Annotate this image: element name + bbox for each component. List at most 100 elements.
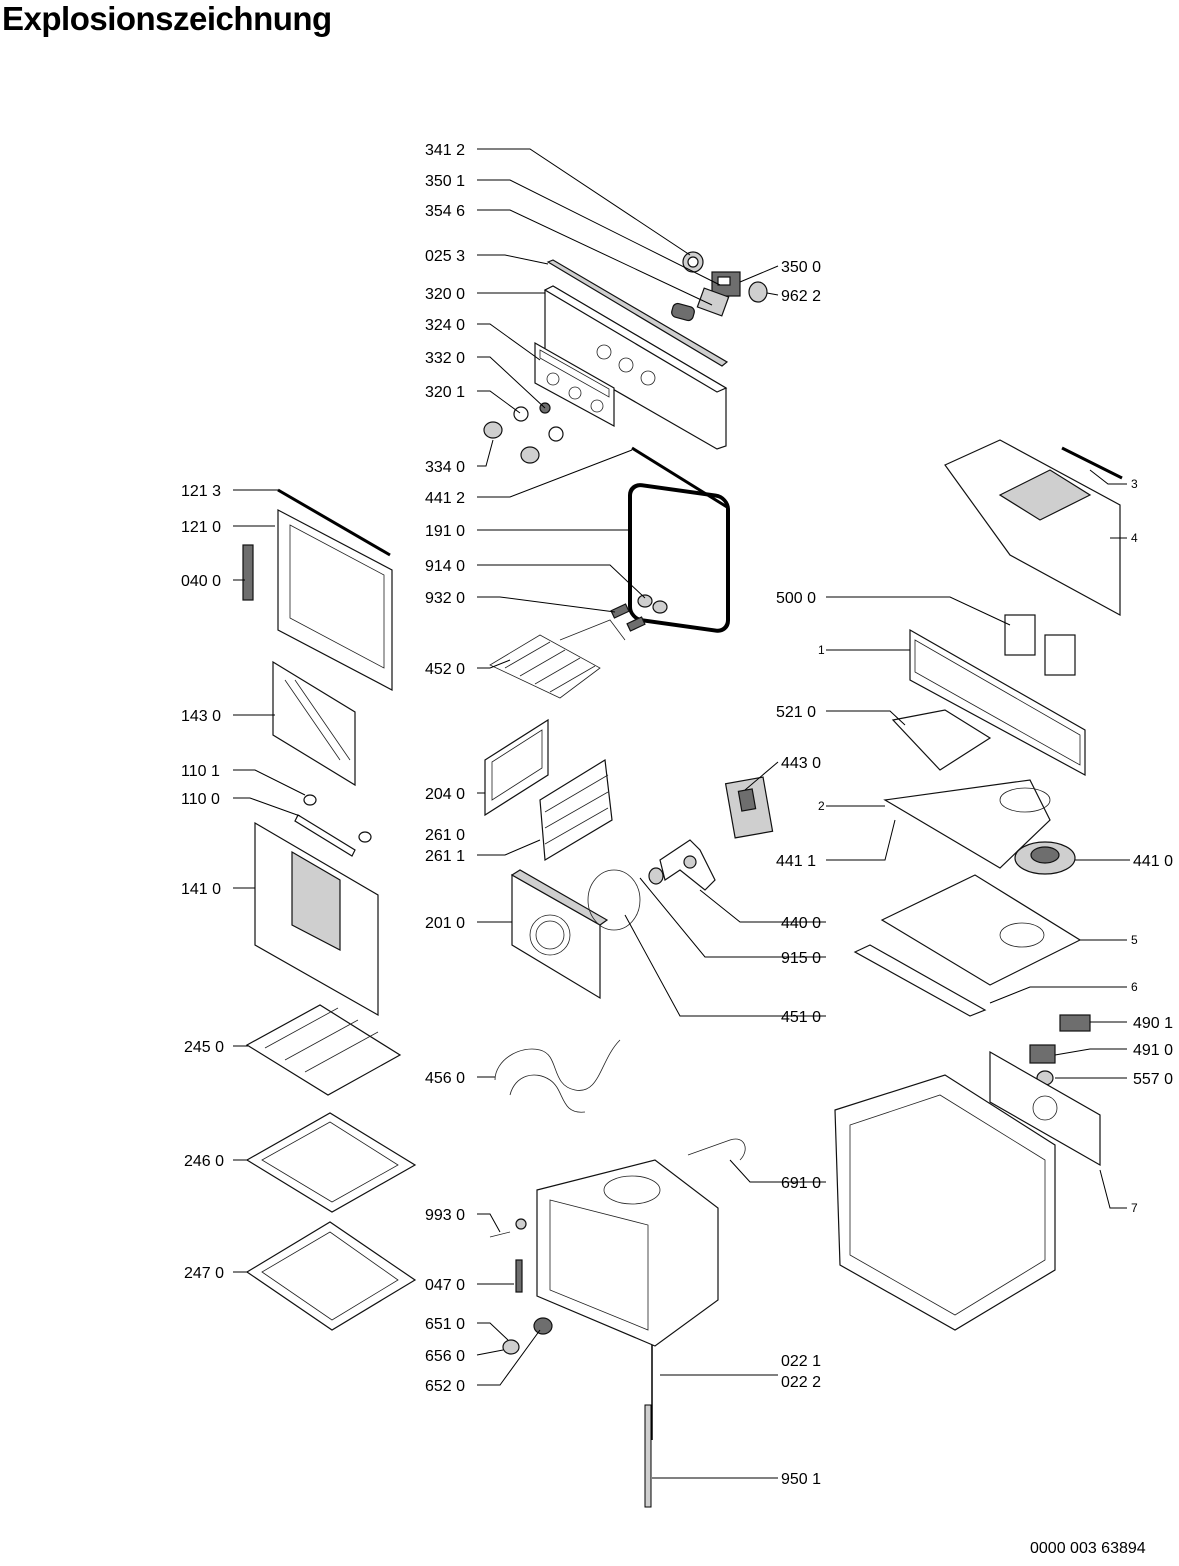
label-354-6: 354 6 (425, 203, 465, 220)
part-oven-cavity (536, 1159, 719, 1347)
part-fan-ring (587, 869, 641, 931)
label-332-0: 332 0 (425, 350, 465, 367)
label-350-0: 350 0 (781, 259, 821, 276)
label-191-0: 191 0 (425, 523, 465, 540)
label-261-1: 261 1 (425, 848, 465, 865)
label-1: 1 (818, 643, 825, 657)
part-drip-pan (245, 1221, 417, 1331)
part-switch-cover (671, 287, 730, 322)
part-back-panel (989, 1050, 1101, 1167)
label-350-1: 350 1 (425, 173, 465, 190)
part-relay-block (1004, 614, 1076, 676)
label-456-0: 456 0 (425, 1070, 465, 1087)
label-247-0: 247 0 (184, 1265, 224, 1282)
label-950-1: 950 1 (781, 1471, 821, 1488)
part-wire-shelf (245, 1004, 402, 1096)
part-control-strip (546, 259, 729, 367)
label-110-1: 110 1 (181, 763, 220, 780)
label-201-0: 201 0 (425, 915, 465, 932)
label-334-0: 334 0 (425, 459, 465, 476)
label-441-1: 441 1 (776, 853, 816, 870)
part-drawings (242, 251, 1123, 1508)
label-324-0: 324 0 (425, 317, 465, 334)
label-490-1: 490 1 (1133, 1015, 1173, 1032)
label-500-0: 500 0 (776, 590, 816, 607)
label-025-3: 025 3 (425, 248, 465, 265)
part-fan-wheel (1014, 841, 1076, 875)
part-electronics-box (891, 709, 992, 771)
part-cable-rod (644, 1345, 653, 1508)
label-915-0: 915 0 (781, 950, 821, 967)
part-housing-frame (834, 1074, 1056, 1331)
label-962-2: 962 2 (781, 288, 821, 305)
label-557-0: 557 0 (1133, 1071, 1173, 1088)
part-fascia-panel (534, 341, 615, 428)
label-5: 5 (1131, 933, 1138, 947)
label-110-0: 110 0 (181, 791, 220, 808)
part-door-seal (628, 483, 730, 633)
part-door-hinge (242, 544, 254, 601)
label-040-0: 040 0 (181, 573, 221, 590)
label-047-0: 047 0 (425, 1277, 465, 1294)
label-022-2: 022 2 (781, 1374, 821, 1391)
label-452-0: 452 0 (425, 661, 465, 678)
part-outer-door-glass (254, 821, 379, 1017)
label-443-0: 443 0 (781, 755, 821, 772)
label-246-0: 246 0 (184, 1153, 224, 1170)
part-knob-small (748, 281, 768, 303)
label-245-0: 245 0 (184, 1039, 224, 1056)
part-side-panel-left (484, 718, 549, 817)
label-656-0: 656 0 (425, 1348, 465, 1365)
label-320-0: 320 0 (425, 286, 465, 303)
label-914-0: 914 0 (425, 558, 465, 575)
page-title: Explosionszeichnung (2, 0, 332, 37)
part-temp-sensor (687, 1138, 746, 1161)
label-141-0: 141 0 (181, 881, 221, 898)
label-491-0: 491 0 (1133, 1042, 1173, 1059)
part-fan-cover (510, 869, 609, 1000)
part-switches-right (1029, 1014, 1091, 1086)
label-121-3: 121 3 (181, 483, 221, 500)
part-control-knob-ring (682, 251, 704, 273)
part-lamp-holders (610, 594, 668, 632)
label-121-0: 121 0 (181, 519, 221, 536)
part-control-housing (909, 628, 1086, 777)
label-651-0: 651 0 (425, 1316, 465, 1333)
part-bottom-element (494, 1039, 621, 1113)
part-bottom-strip (853, 944, 987, 1017)
part-top-cover (944, 439, 1121, 617)
label-143-0: 143 0 (181, 708, 221, 725)
part-small-screws (489, 1218, 527, 1293)
part-knobs (483, 402, 564, 464)
label-3: 3 (1131, 477, 1138, 491)
part-baking-tray (245, 1112, 417, 1213)
label-320-1: 320 1 (425, 384, 465, 401)
label-6: 6 (1131, 980, 1138, 994)
part-motor-coupler (648, 867, 664, 885)
part-door-inner (277, 488, 393, 691)
label-2: 2 (818, 799, 825, 813)
part-shelf-rails (539, 758, 613, 862)
part-thermostat (502, 1317, 553, 1355)
label-440-0: 440 0 (781, 915, 821, 932)
part-door-glass (272, 660, 356, 787)
label-204-0: 204 0 (425, 786, 465, 803)
label-932-0: 932 0 (425, 590, 465, 607)
part-heat-shield (883, 779, 1051, 869)
label-441-2: 441 2 (425, 490, 465, 507)
leader-lines (233, 148, 1130, 1479)
part-fan-motor (724, 776, 774, 839)
document-number: 0000 003 63894 (1030, 1540, 1146, 1557)
label-993-0: 993 0 (425, 1207, 465, 1224)
label-7: 7 (1131, 1201, 1138, 1215)
part-grill-element (489, 619, 626, 699)
part-number-labels: 341 2 350 1 354 6 025 3 320 0 324 0 332 … (181, 142, 1173, 1488)
label-451-0: 451 0 (781, 1009, 821, 1026)
label-691-0: 691 0 (781, 1175, 821, 1192)
part-gasket-strip (631, 446, 728, 509)
part-fan-blade (659, 839, 716, 891)
part-door-handle (294, 794, 372, 857)
label-022-1: 022 1 (781, 1353, 821, 1370)
label-341-2: 341 2 (425, 142, 465, 159)
